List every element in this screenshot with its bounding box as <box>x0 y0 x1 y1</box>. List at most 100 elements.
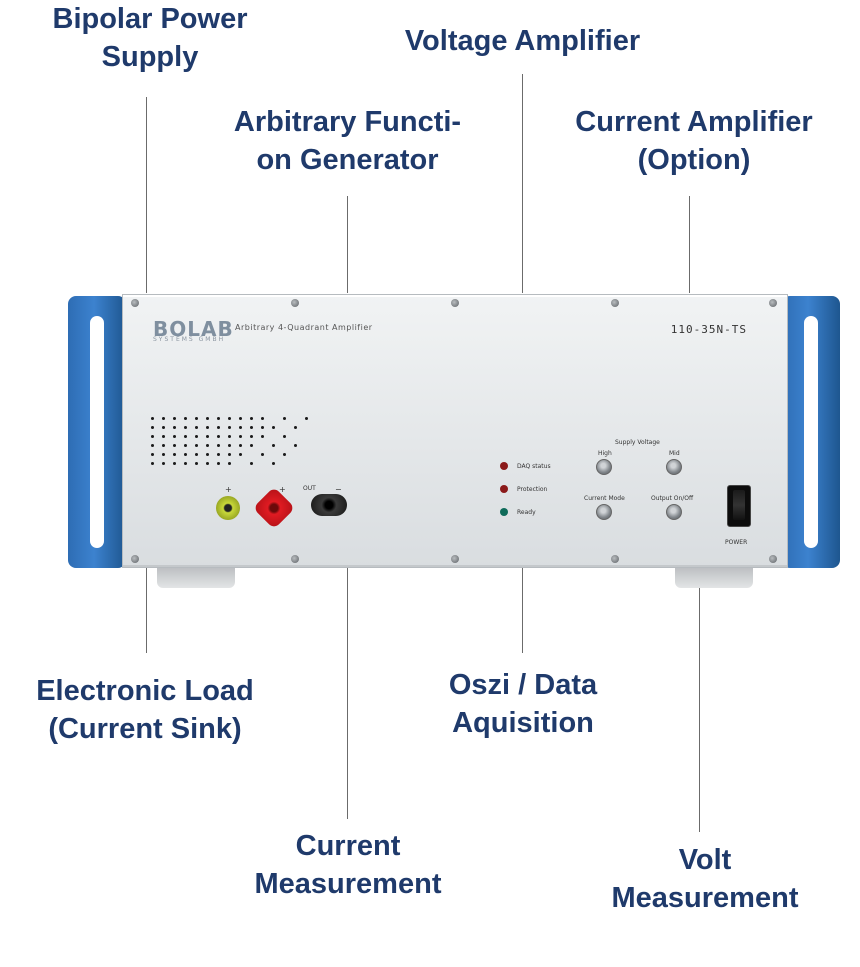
grille-hole <box>173 462 176 465</box>
grille-hole <box>206 453 209 456</box>
grille-hole <box>151 417 154 420</box>
label-volt-measurement: Volt Measurement <box>611 844 799 914</box>
grille-hole <box>239 426 242 429</box>
grille-hole <box>250 435 253 438</box>
grille-hole <box>162 417 165 420</box>
led-daq-status <box>500 462 508 470</box>
yellow-terminal-jack[interactable] <box>216 496 240 520</box>
label-mid: Mid <box>669 450 680 457</box>
grille-hole <box>217 444 220 447</box>
output-on-off-button[interactable] <box>666 504 682 520</box>
grille-hole <box>162 453 165 456</box>
grille-hole <box>151 426 154 429</box>
label-current-mode: Current Mode <box>584 495 625 502</box>
grille-hole <box>261 453 264 456</box>
grille-hole <box>206 417 209 420</box>
label-high: High <box>598 450 612 457</box>
grille-hole <box>151 444 154 447</box>
terminal-label-minus: − <box>335 485 342 494</box>
leader-current-measurement <box>347 567 348 819</box>
grille-hole <box>239 444 242 447</box>
right-rack-handle <box>782 296 840 568</box>
label-output-on-off: Output On/Off <box>651 495 694 502</box>
grille-hole <box>294 426 297 429</box>
grille-hole <box>162 435 165 438</box>
mid-button[interactable] <box>666 459 682 475</box>
grille-hole <box>250 444 253 447</box>
screw <box>769 299 777 307</box>
grille-hole <box>217 453 220 456</box>
label-voltage-amplifier: Voltage Amplifier <box>404 25 641 57</box>
grille-hole <box>206 462 209 465</box>
grille-hole <box>283 453 286 456</box>
grille-hole <box>294 444 297 447</box>
power-switch[interactable] <box>727 485 751 527</box>
grille-hole <box>239 435 242 438</box>
label-current-measurement: Current Measurement <box>254 830 442 900</box>
grille-hole <box>151 435 154 438</box>
model-number: 110-35N-TS <box>670 323 747 336</box>
grille-hole <box>217 417 220 420</box>
grille-hole <box>228 444 231 447</box>
screw <box>451 299 459 307</box>
screw <box>611 555 619 563</box>
high-button[interactable] <box>596 459 612 475</box>
grille-hole <box>272 462 275 465</box>
grille-hole <box>184 417 187 420</box>
label-power: POWER <box>725 539 748 546</box>
label-bipolar-power-supply: Bipolar Power Supply <box>52 3 248 73</box>
grille-hole <box>195 453 198 456</box>
label-electronic-load: Electronic Load (Current Sink) <box>36 675 254 745</box>
left-rack-handle <box>68 296 126 568</box>
terminal-label-plus-left: + <box>225 485 232 494</box>
leader-current-amplifier <box>689 196 690 293</box>
grille-hole <box>162 444 165 447</box>
grille-hole <box>195 417 198 420</box>
device-subtitle: Arbitrary 4-Quadrant Amplifier <box>235 323 373 332</box>
grille-hole <box>195 435 198 438</box>
grille-hole <box>272 444 275 447</box>
grille-hole <box>261 435 264 438</box>
brand-subtext: SYSTEMS GMBH <box>153 336 226 343</box>
terminal-label-plus-right: + <box>279 485 286 494</box>
grille-hole <box>239 453 242 456</box>
grille-hole <box>151 462 154 465</box>
grille-hole <box>305 417 308 420</box>
grille-hole <box>173 417 176 420</box>
grille-hole <box>217 462 220 465</box>
grille-hole <box>173 426 176 429</box>
terminal-label-out: OUT <box>303 485 316 492</box>
right-foot <box>675 566 753 588</box>
grille-hole <box>250 462 253 465</box>
leader-bipolar-power-supply <box>146 97 147 293</box>
screw <box>291 555 299 563</box>
grille-hole <box>195 462 198 465</box>
grille-hole <box>162 462 165 465</box>
grille-hole <box>206 444 209 447</box>
grille-hole <box>151 453 154 456</box>
left-foot <box>157 566 235 588</box>
label-supply-voltage: Supply Voltage <box>615 439 660 446</box>
brand-logo: BOLAB <box>153 317 234 341</box>
device-front-panel: BOLAB SYSTEMS GMBH Arbitrary 4-Quadrant … <box>122 294 788 568</box>
screw <box>769 555 777 563</box>
grille-hole <box>184 435 187 438</box>
grille-hole <box>272 426 275 429</box>
black-terminal-jack[interactable] <box>311 494 347 516</box>
screw <box>451 555 459 563</box>
screw <box>131 299 139 307</box>
grille-hole <box>239 417 242 420</box>
current-mode-button[interactable] <box>596 504 612 520</box>
grille-hole <box>173 453 176 456</box>
grille-hole <box>228 426 231 429</box>
grille-hole <box>228 453 231 456</box>
label-daq-status: DAQ status <box>517 463 551 470</box>
leader-arbitrary-function-generator <box>347 196 348 293</box>
grille-hole <box>184 462 187 465</box>
grille-hole <box>195 426 198 429</box>
grille-hole <box>228 417 231 420</box>
label-oszi-data-acquisition: Oszi / Data Aquisition <box>448 669 598 739</box>
speaker-grille <box>151 417 331 473</box>
grille-hole <box>250 417 253 420</box>
red-terminal-jack[interactable] <box>252 486 296 530</box>
